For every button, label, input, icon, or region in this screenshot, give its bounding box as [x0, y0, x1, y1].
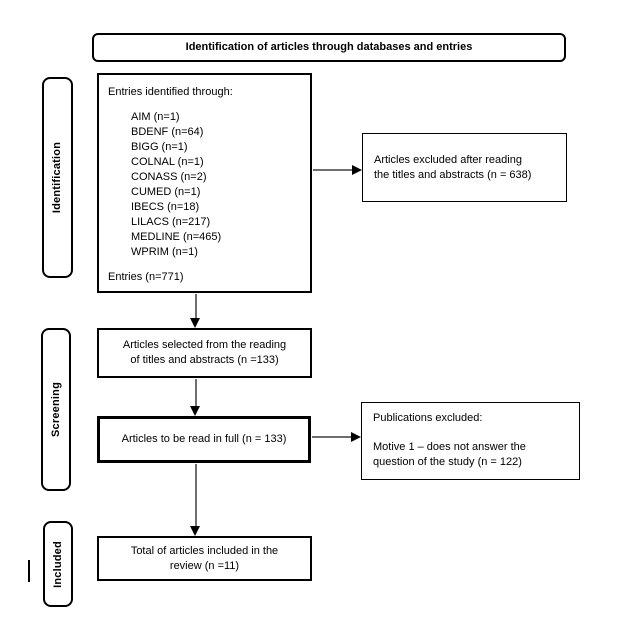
- arrow-entries-to-excluded-shaft: [313, 169, 353, 171]
- entries-heading: Entries identified through:: [108, 86, 233, 98]
- total-included-line1: Total of articles included in the: [130, 544, 279, 557]
- arrow-fulltext-to-excluded-head: [351, 432, 361, 442]
- entries-total: Entries (n=771): [108, 271, 184, 283]
- database-list-item: BIGG (n=1): [131, 141, 188, 153]
- articles-full-text-label: Articles to be read in full (n = 133): [121, 433, 287, 445]
- stage-identification-label: Identification: [51, 141, 63, 214]
- database-list-item: LILACS (n=217): [131, 216, 211, 228]
- arrow-entries-to-excluded-head: [352, 165, 362, 175]
- banner-title-box: Identification of articles through datab…: [92, 33, 566, 62]
- stray-tick-mark: [28, 560, 30, 582]
- arrow-selected-to-fulltext-shaft: [195, 379, 197, 407]
- publications-excluded-box: Publications excluded: Motive 1 – does n…: [361, 402, 580, 480]
- arrow-entries-to-selected-head: [190, 318, 200, 328]
- articles-full-text-box: Articles to be read in full (n = 133): [97, 416, 311, 463]
- total-included-line2: review (n =11): [169, 559, 240, 572]
- articles-selected-line1: Articles selected from the reading: [122, 339, 287, 351]
- database-list-item: CONASS (n=2): [131, 171, 207, 183]
- excluded-titles-line1: Articles excluded after reading: [374, 153, 522, 166]
- database-list-item: BDENF (n=64): [131, 126, 204, 138]
- arrow-entries-to-selected-shaft: [195, 294, 197, 319]
- database-list-item: WPRIM (n=1): [131, 246, 198, 258]
- excluded-titles-abstracts-box: Articles excluded after reading the titl…: [362, 133, 567, 202]
- stage-included-label: Included: [51, 540, 64, 588]
- stage-screening: Screening: [41, 328, 71, 491]
- database-list: AIM (n=1) BDENF (n=64) BIGG (n=1) COLNAL (n…: [108, 110, 304, 260]
- excluded-titles-line2: the titles and abstracts (n = 638): [374, 168, 532, 181]
- arrow-selected-to-fulltext-head: [190, 406, 200, 416]
- database-list-item: IBECS (n=18): [131, 201, 200, 213]
- arrow-fulltext-to-included-head: [190, 526, 200, 536]
- stage-identification: Identification: [42, 77, 73, 278]
- database-list-item: AIM (n=1): [131, 111, 180, 123]
- arrow-fulltext-to-excluded-shaft: [312, 436, 352, 438]
- database-list-item: MEDLINE (n=465): [131, 231, 222, 243]
- stage-screening-label: Screening: [49, 382, 62, 437]
- arrow-fulltext-to-included-shaft: [195, 464, 197, 527]
- articles-selected-line2: of titles and abstracts (n =133): [130, 354, 279, 366]
- publications-excluded-line1: Motive 1 – does not answer the: [373, 441, 526, 453]
- articles-selected-box: Articles selected from the reading of ti…: [97, 328, 312, 378]
- stage-included: Included: [43, 521, 73, 607]
- total-included-box: Total of articles included in the review…: [97, 536, 312, 581]
- database-list-item: CUMED (n=1): [131, 186, 201, 198]
- database-list-item: COLNAL (n=1): [131, 156, 204, 168]
- banner-title: Identification of articles through datab…: [185, 41, 473, 53]
- publications-excluded-heading: Publications excluded:: [373, 412, 483, 424]
- entries-identified-box: Entries identified through: AIM (n=1) BDE…: [97, 73, 312, 293]
- publications-excluded-line2: question of the study (n = 122): [373, 456, 522, 468]
